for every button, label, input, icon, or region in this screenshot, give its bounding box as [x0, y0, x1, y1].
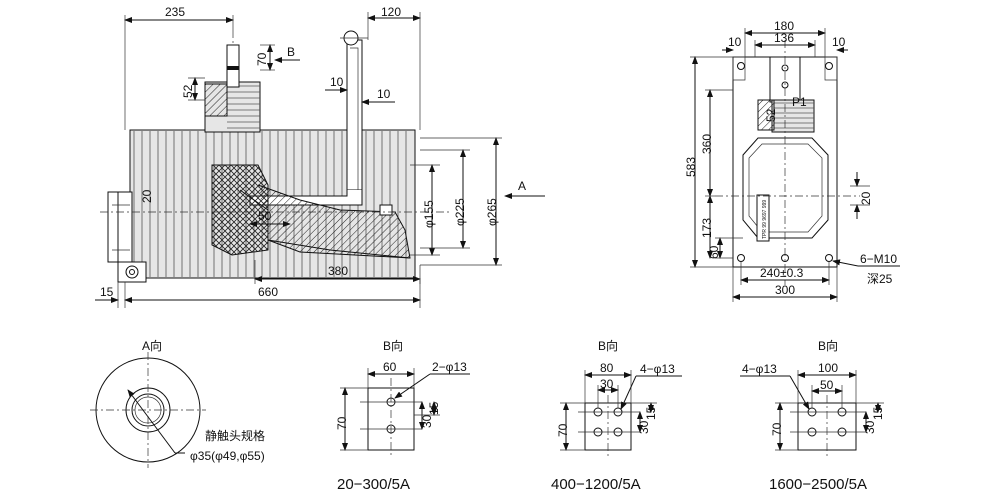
dim-660: 660: [258, 285, 278, 299]
hole-depth: 深25: [867, 272, 893, 286]
dim-380: 380: [328, 264, 348, 278]
dim-360: 360: [700, 134, 714, 154]
dim-120: 120: [381, 5, 401, 19]
upper-terminal-stub: [204, 30, 261, 133]
view-b3-dim50: 50: [820, 378, 834, 392]
dim-10-right: 10: [832, 35, 846, 49]
dim-52-side: 52: [764, 108, 778, 122]
view-b2: B向 80 30 4−φ13 70 30 15 400−1200/5A: [551, 338, 682, 493]
dim-180: 180: [774, 19, 794, 33]
dim-10-left: 10: [728, 35, 742, 49]
view-b3-holes: 4−φ13: [742, 362, 777, 376]
view-b1-dim30: 30: [420, 414, 434, 428]
dim-60: 60: [707, 245, 721, 259]
view-b3-caption: 1600−2500/5A: [769, 476, 867, 493]
dim-10-a: 10: [330, 75, 344, 89]
hole-spec: 6−M10: [860, 252, 897, 266]
view-b1-holes: 2−φ13: [432, 360, 467, 374]
view-a-spec: φ35(φ49,φ55): [190, 449, 265, 463]
svg-text:TPR 99 9697 999: TPR 99 9697 999: [762, 200, 768, 239]
view-b3-dim100: 100: [818, 361, 838, 375]
dim-300: 300: [775, 283, 795, 297]
dim-10-b: 10: [377, 87, 391, 101]
dim-52: 52: [181, 84, 195, 98]
view-b-marker: B: [287, 45, 295, 59]
main-view: 235 120 70 B 52 10 10 20: [95, 5, 545, 308]
side-view-dimensions: 180 136 10 10 52 P1 360 583: [684, 19, 900, 302]
view-b1: B向 60 2−φ13 70 30 15 20−300/5A: [335, 338, 470, 493]
view-b1-caption: 20−300/5A: [337, 476, 410, 493]
dim-20: 20: [140, 189, 154, 203]
side-view: TPR 99 9697 999 180 136 10 10 52 P1: [684, 19, 900, 302]
dim-phi265: φ265: [485, 198, 499, 226]
dim-235: 235: [165, 5, 185, 19]
dim-240: 240±0.3: [760, 266, 804, 280]
view-b2-dim70: 70: [556, 423, 570, 437]
view-b2-caption: 400−1200/5A: [551, 476, 641, 493]
dim-50: 50: [258, 209, 272, 223]
view-a: A向 静触头规格 φ35(φ49,φ55): [90, 338, 265, 468]
dim-20-side: 20: [859, 191, 873, 205]
dim-583: 583: [684, 157, 698, 177]
view-a-marker: A: [518, 179, 526, 193]
view-b2-holes: 4−φ13: [640, 362, 675, 376]
view-b3-dim15: 15: [871, 406, 885, 420]
main-view-dimensions: 235 120 70 B 52 10 10 20: [95, 5, 545, 308]
view-b2-title: B向: [598, 338, 618, 353]
inner-section: [211, 164, 411, 259]
view-b1-dim60: 60: [383, 360, 397, 374]
view-b1-dim70: 70: [335, 416, 349, 430]
dim-phi155: φ155: [422, 200, 436, 228]
view-b2-dim15: 15: [644, 406, 658, 420]
side-window: [742, 137, 829, 239]
view-b3: B向 100 50 4−φ13 70 30 15 1600−2500/5A: [740, 338, 885, 493]
dim-70: 70: [255, 52, 269, 66]
view-b1-dim15: 15: [427, 401, 441, 415]
view-b3-title: B向: [818, 338, 838, 353]
dim-136: 136: [774, 31, 794, 45]
label-p1: P1: [792, 95, 807, 109]
dim-173: 173: [700, 218, 714, 238]
view-b3-dim30: 30: [863, 420, 877, 434]
view-b2-dim30b: 30: [637, 420, 651, 434]
view-a-title: A向: [142, 338, 162, 353]
dim-phi225: φ225: [453, 198, 467, 226]
view-b2-dim80: 80: [600, 361, 614, 375]
view-a-note: 静触头规格: [205, 428, 265, 443]
dim-15: 15: [100, 285, 114, 299]
view-b3-dim70: 70: [770, 422, 784, 436]
view-b2-dim30a: 30: [600, 377, 614, 391]
view-b1-title: B向: [383, 338, 403, 353]
